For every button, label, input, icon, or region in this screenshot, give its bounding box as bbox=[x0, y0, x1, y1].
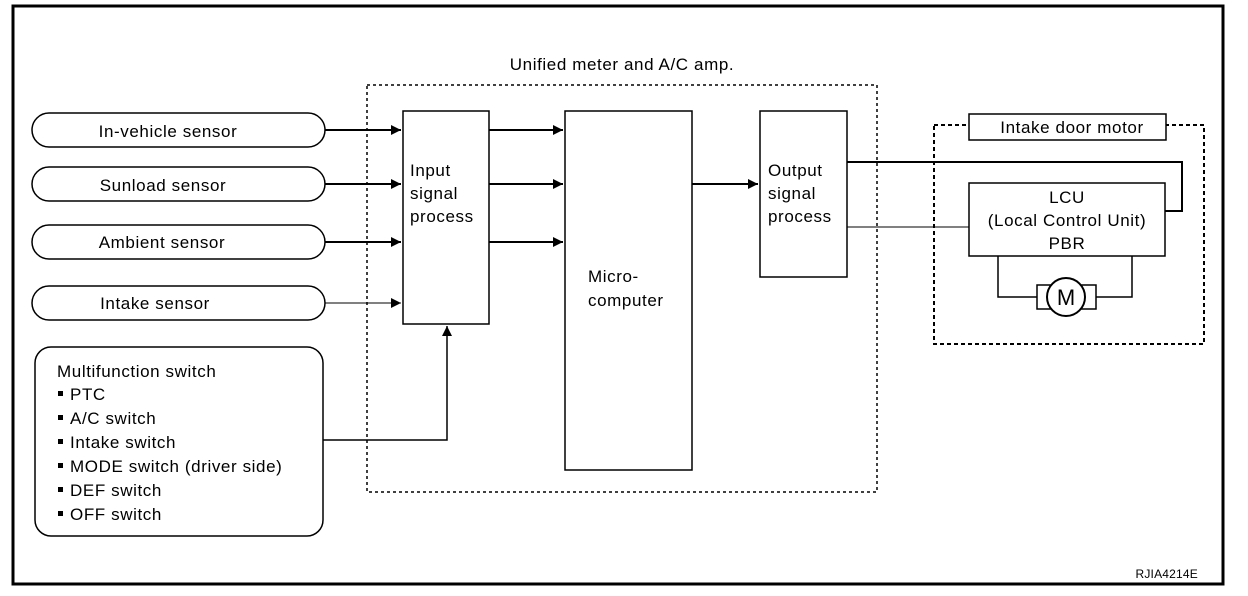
amp-label: Unified meter and A/C amp. bbox=[510, 55, 734, 74]
switch-item: PTC bbox=[58, 385, 106, 404]
outer-frame bbox=[11, 4, 1225, 586]
svg-text:MODE switch (driver side): MODE switch (driver side) bbox=[70, 457, 282, 476]
svg-text:PBR: PBR bbox=[1049, 234, 1086, 253]
multifunction-switch-box: Multifunction switch PTC A/C switch Inta… bbox=[34, 346, 324, 537]
svg-text:signal: signal bbox=[768, 184, 816, 203]
svg-text:(Local Control Unit): (Local Control Unit) bbox=[988, 211, 1146, 230]
intake-door-motor-title-box bbox=[968, 113, 1167, 141]
output-wire-upper bbox=[847, 161, 1183, 212]
intake-door-motor-title: Intake door motor bbox=[1000, 118, 1143, 137]
switch-item: A/C switch bbox=[58, 409, 156, 428]
switch-item: Intake switch bbox=[58, 433, 176, 452]
svg-text:Input: Input bbox=[410, 161, 451, 180]
svg-text:computer: computer bbox=[588, 291, 664, 310]
motor-letter: M bbox=[1057, 285, 1075, 310]
svg-text:Output: Output bbox=[768, 161, 823, 180]
sensor-label: In-vehicle sensor bbox=[99, 122, 238, 141]
sensor-intake: Intake sensor bbox=[31, 285, 326, 321]
sensor-sunload: Sunload sensor bbox=[31, 166, 326, 202]
sensor-label: Sunload sensor bbox=[100, 176, 227, 195]
motor-symbol: M bbox=[1036, 277, 1097, 317]
amp-boundary bbox=[366, 84, 878, 493]
sensor-label: Ambient sensor bbox=[99, 233, 226, 252]
svg-text:LCU: LCU bbox=[1049, 188, 1085, 207]
motor-wire-left bbox=[997, 256, 1037, 298]
signal-line bbox=[323, 326, 452, 441]
svg-text:Micro-: Micro- bbox=[588, 267, 639, 286]
switch-item: OFF switch bbox=[58, 505, 162, 524]
svg-text:A/C switch: A/C switch bbox=[70, 409, 156, 428]
switch-box-title: Multifunction switch bbox=[57, 362, 216, 381]
sensor-ambient: Ambient sensor bbox=[31, 224, 326, 260]
switch-item: DEF switch bbox=[58, 481, 162, 500]
switch-item: MODE switch (driver side) bbox=[58, 457, 282, 476]
sensor-in-vehicle: In-vehicle sensor bbox=[31, 112, 326, 148]
motor-wire-right bbox=[1096, 256, 1133, 298]
output-signal-process-block: Output signal process bbox=[759, 110, 848, 278]
input-signal-process-block: Input signal process bbox=[402, 110, 490, 325]
svg-text:DEF switch: DEF switch bbox=[70, 481, 162, 500]
svg-text:process: process bbox=[768, 207, 832, 226]
svg-text:process: process bbox=[410, 207, 474, 226]
svg-text:PTC: PTC bbox=[70, 385, 106, 404]
figure-code: RJIA4214E bbox=[1135, 567, 1198, 581]
sensor-label: Intake sensor bbox=[100, 294, 210, 313]
lcu-block: LCU (Local Control Unit) PBR bbox=[968, 182, 1166, 257]
microcomputer-block: Micro- computer bbox=[564, 110, 693, 471]
svg-text:OFF switch: OFF switch bbox=[70, 505, 162, 524]
svg-text:signal: signal bbox=[410, 184, 458, 203]
svg-text:Intake switch: Intake switch bbox=[70, 433, 176, 452]
